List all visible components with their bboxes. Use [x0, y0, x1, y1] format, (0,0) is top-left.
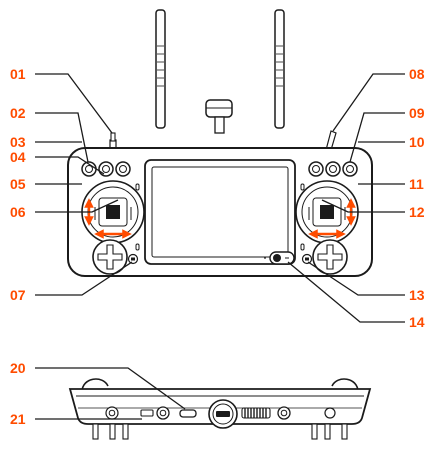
bottom-view-feet	[92, 423, 348, 440]
callout-21: 21	[10, 411, 26, 427]
screen-side-indicators	[135, 183, 305, 251]
callout-04: 04	[10, 149, 26, 165]
right-function-button	[301, 253, 313, 265]
callout-06: 06	[10, 204, 26, 220]
bottom-view-knob-left	[156, 406, 170, 420]
touch-screen	[144, 159, 296, 265]
callout-12: 12	[409, 204, 425, 220]
bottom-view-left-port	[105, 406, 119, 420]
bottom-view-dial	[241, 407, 271, 419]
callout-13: 13	[409, 287, 425, 303]
left-function-button	[127, 253, 139, 265]
callout-14: 14	[409, 314, 425, 330]
right-buttons	[308, 161, 358, 177]
bottom-view-center-connector	[208, 399, 238, 429]
antenna-left	[155, 9, 166, 129]
callout-01: 01	[10, 66, 26, 82]
callout-03: 03	[10, 134, 26, 150]
bottom-view-right-port	[324, 407, 336, 419]
callout-05: 05	[10, 176, 26, 192]
power-switch	[264, 251, 295, 265]
callout-02: 02	[10, 105, 26, 121]
center-antenna-module	[205, 99, 233, 134]
bottom-view-usb-port	[179, 409, 197, 418]
callout-09: 09	[409, 105, 425, 121]
bottom-view-knob-right	[277, 406, 291, 420]
callout-labels: 01 02 03 04 05 06 07 08 09 10 11 12 13 1…	[10, 66, 425, 427]
callout-08: 08	[409, 66, 425, 82]
callout-07: 07	[10, 287, 26, 303]
bottom-view-slot	[140, 409, 154, 417]
callout-10: 10	[409, 134, 425, 150]
antenna-right	[274, 9, 285, 129]
leader-lines	[35, 73, 405, 420]
callout-11: 11	[409, 176, 424, 192]
callout-20: 20	[10, 360, 26, 376]
